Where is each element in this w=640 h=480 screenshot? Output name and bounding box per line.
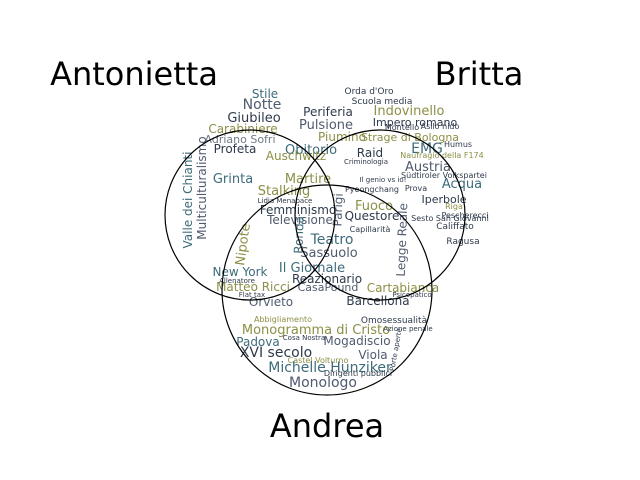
word-b_only-6: Strage di Bologna [361, 131, 459, 144]
set-label-britta: Britta [435, 55, 524, 93]
word-c_only-7: XVI secolo [240, 345, 312, 361]
word-c_only-6: Cosa Nostra [283, 334, 325, 342]
word-ac-2: Matteo Ricci [216, 280, 290, 294]
word-bc-3: Psicopatico [392, 291, 431, 299]
word-b_only-2: Indovinello [374, 104, 445, 119]
word-ac-1: New York [213, 265, 268, 279]
word-b_only-16: Sesto San Giovanni [411, 214, 489, 223]
word-b_only-3: Impero romano [373, 116, 458, 129]
word-c_only-2: Monogramma di Cristo [242, 323, 390, 338]
word-abc-16: Il genio vs io! [360, 176, 407, 184]
word-b_only-11: Südtiroler Volkspartei [401, 171, 487, 180]
word-a_only-6: Grinta [213, 172, 253, 187]
circle-antonietta [164, 129, 336, 301]
word-abc-0: Martire [285, 172, 331, 187]
word-b_only-14: Iperbole [421, 193, 466, 206]
word-abc-10: Sassuolo [300, 246, 358, 261]
word-abc-3: Televisione [266, 213, 333, 227]
word-c_only-0: Abbigliamento [254, 315, 312, 324]
word-b_only-0: Orda d'Oro [345, 87, 394, 97]
word-a_only-1: Notte [243, 97, 282, 113]
word-c_only-3: Azione penale [383, 325, 432, 333]
word-ab-1: Pulsione [299, 118, 353, 133]
word-ab-6: Criminologia [344, 158, 388, 166]
word-c_only-13: Porte aperte [388, 328, 403, 372]
word-abc-15: Pyeongchang [345, 185, 399, 194]
word-a_only-2: Giubileo [227, 111, 280, 126]
word-ac-0: Nipote [233, 222, 254, 266]
word-b_only-1: Scuola media [352, 97, 413, 107]
word-b_only-8: Humus [444, 140, 472, 149]
word-a_only-3: Carabiniere [208, 122, 277, 136]
word-c_only-9: Castel Volturno [288, 356, 349, 365]
word-b_only-12: Acqua [442, 177, 482, 192]
word-b_only-5: Montello [385, 123, 419, 132]
word-ab-4: Auschwitz [266, 149, 326, 163]
word-ab-5: Raid [357, 146, 383, 160]
word-abc-11: Il Giornale [279, 261, 345, 276]
word-c_only-12: Dirigenti pubblici [324, 369, 392, 378]
word-c_only-1: Omosessualità [361, 316, 427, 326]
word-b_only-4: Asilo nido [421, 122, 460, 131]
word-b_only-19: Ragusa [446, 237, 479, 247]
word-b_only-9: Naufragio della F174 [400, 151, 483, 160]
word-ac-4: Allenatore [219, 277, 255, 285]
word-a_only-0: Stile [252, 87, 278, 101]
word-ac-3: Orvieto [249, 295, 293, 309]
word-c_only-8: Viola [358, 348, 387, 362]
word-b_only-18: Califfato [436, 222, 474, 232]
word-abc-8: Capillarità [350, 225, 391, 234]
word-b_only-7: EMG [411, 141, 443, 157]
set-label-antonietta: Antonietta [50, 55, 218, 93]
circle-andrea [221, 184, 433, 396]
set-label-andrea: Andrea [270, 407, 384, 445]
word-a_only-4: Adriano Sofri [205, 133, 276, 146]
word-abc-2: Femminismo [260, 203, 337, 217]
word-ac-5: Flat tax [239, 291, 265, 299]
word-b_only-15: Riga [445, 202, 463, 211]
word-abc-13: CasaPound [298, 281, 359, 294]
word-c_only-10: Michelle Hunziker [268, 360, 392, 376]
word-c_only-5: Mogadiscio [323, 334, 390, 348]
circle-britta [294, 129, 466, 301]
word-a_only-5: Profeta [214, 142, 257, 156]
word-a_only-8: Valle dei Chianti [181, 152, 195, 249]
word-c_only-4: Padova [236, 335, 279, 349]
word-ab-3: Obitorio [285, 143, 337, 158]
word-bc-2: Barcellona [346, 294, 409, 308]
word-a_only-7: Multiculturalismo [195, 136, 209, 239]
word-abc-14: Lidia Menapace [258, 197, 313, 205]
word-abc-6: Fuoco [355, 199, 393, 214]
word-b_only-13: Prova [405, 184, 427, 193]
word-ab-0: Periferia [303, 105, 353, 119]
word-c_only-11: Monologo [289, 375, 357, 391]
word-b_only-10: Austria [405, 160, 451, 175]
word-bc-1: Cartabianca [367, 281, 440, 295]
word-abc-7: Questore [345, 209, 400, 223]
